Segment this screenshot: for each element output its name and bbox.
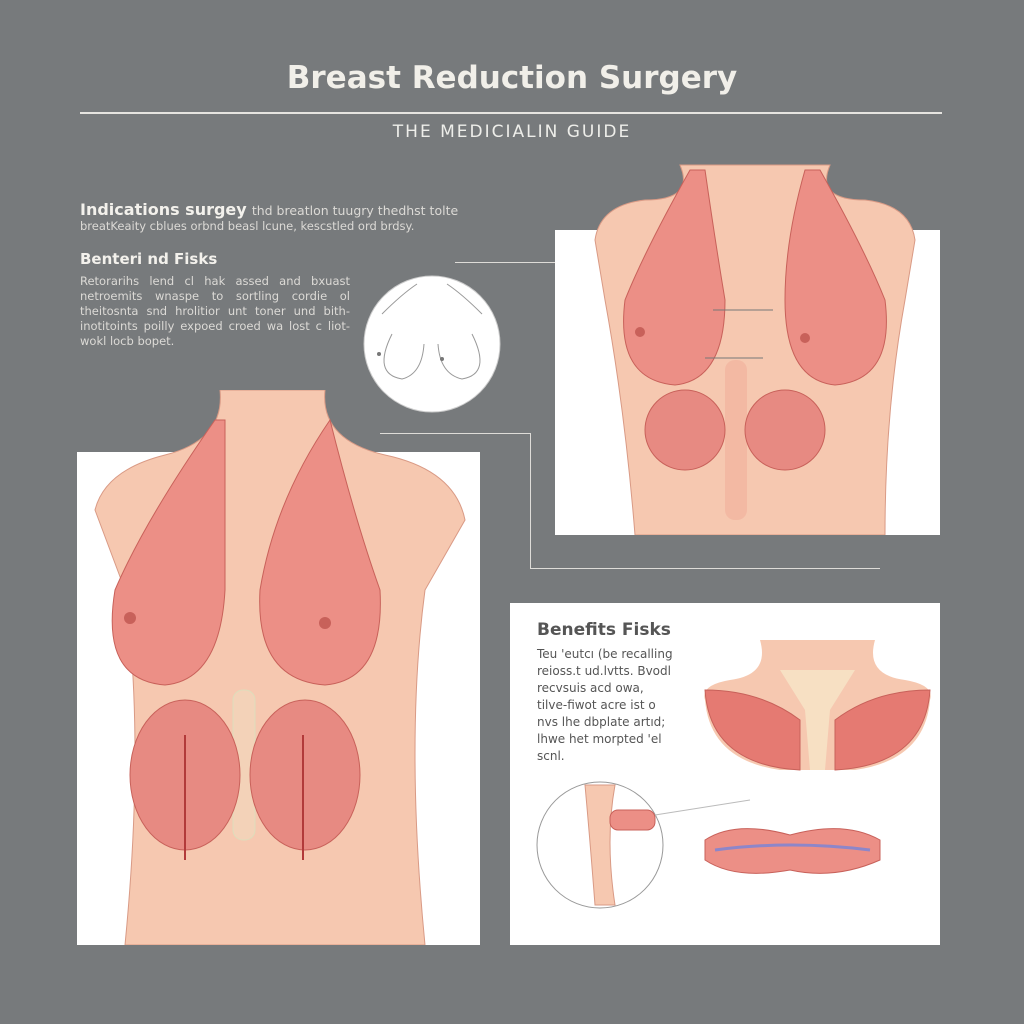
connector-line — [530, 433, 531, 568]
benefits-heading: Benteri nd Fisks — [80, 250, 218, 268]
page-subtitle: THE MEDICIALIN GUIDE — [392, 122, 632, 142]
indications-body-2: breatKeaity cblues orbnd beasl lcune, ke… — [80, 219, 415, 233]
indications-body: thd breatlon tuugry thedhst tolte — [251, 203, 459, 218]
torso-illustration-large — [94, 390, 466, 945]
indications-heading: Indications surgey — [80, 200, 247, 219]
connector-line — [380, 433, 530, 434]
page-title: Breast Reduction Surgery — [286, 60, 738, 96]
benefits-body: Retorarihs lend cl hak assed and bxuast … — [80, 274, 350, 348]
detail-illustrations — [536, 781, 881, 909]
benefits-section: Benteri nd Fisks Retorarihs lend cl hak … — [80, 250, 350, 349]
panel-body: Teu 'eutcı (be recalling reioss.t ud.lvt… — [537, 647, 673, 763]
cross-section-illustration — [704, 640, 931, 771]
torso-illustration-small — [594, 164, 916, 535]
benefits-risks-box: Benefits Fisks Teu 'eutcı (be recalling … — [537, 620, 677, 765]
indications-section: Indications surgey thd breatlon tuugry t… — [80, 200, 480, 234]
connector-line — [530, 568, 880, 569]
panel-heading: Benefits Fisks — [537, 620, 671, 640]
connector-line — [455, 262, 555, 263]
sketch-breast-icon — [363, 275, 501, 413]
title-divider — [80, 112, 942, 114]
